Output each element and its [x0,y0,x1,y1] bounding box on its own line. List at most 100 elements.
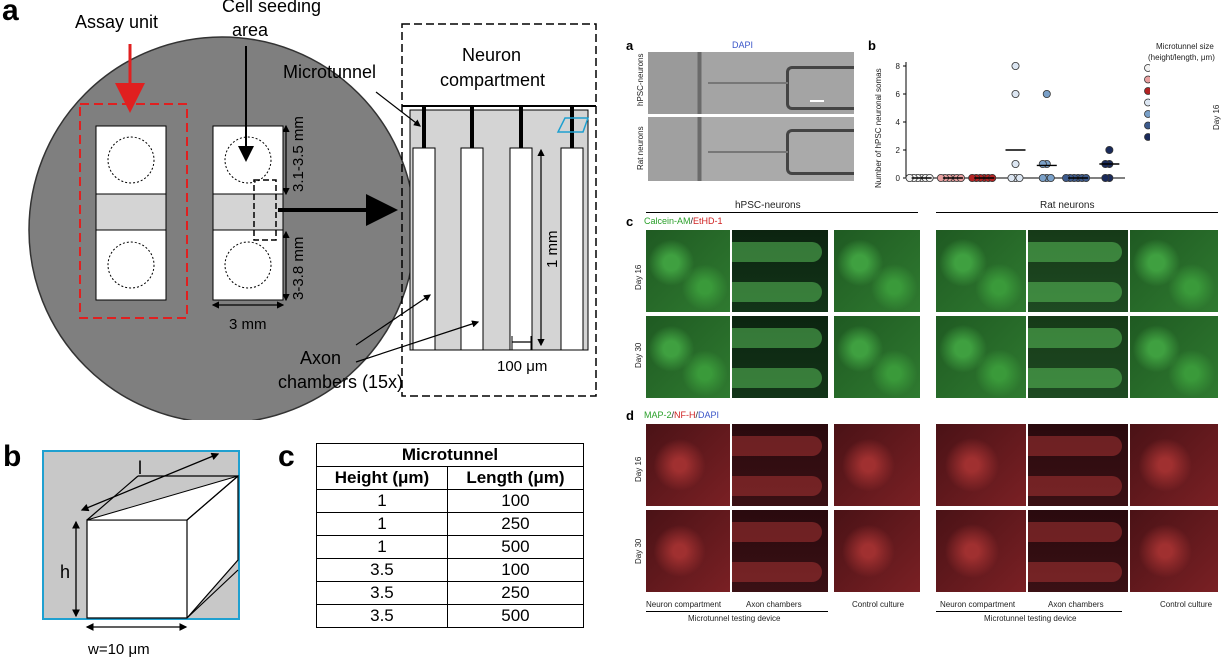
tunnel-geometry [42,450,240,631]
caption-axon-right: Axon chambers [1048,600,1104,609]
table-cell: 500 [446,604,585,628]
micrograph-tile [834,316,920,398]
brightfield-hpsc-image [648,52,854,114]
data-point [1101,174,1110,183]
row-label-rat: Rat neurons [636,126,645,170]
axon-chamber-band [1028,562,1122,582]
assay-unit-box [79,103,188,319]
y-tick-label: 2 [896,146,901,155]
group-hpsc-label: hPSC-neurons [735,200,801,211]
dapi2-label: DAPI [698,410,720,420]
slash-label: / [690,216,694,226]
caption-device-right: Microtunnel testing device [984,614,1077,623]
data-point [1011,90,1020,99]
device-line-left [646,611,828,612]
micrograph-tile [834,424,920,506]
group-rat-label: Rat neurons [1040,200,1095,211]
axon-chamber-band [732,476,822,496]
legend-swatch [1144,133,1150,141]
table-cell: 3.5 [316,604,448,628]
table-title: Microtunnel [316,443,584,467]
axon-chamber-band [1028,328,1122,348]
micrograph-tile [646,424,730,506]
micrograph-tile [936,230,1026,312]
compartment-label: compartment [440,70,546,90]
cell-seeding-label-2: area [232,20,269,40]
y-tick-label: 8 [896,62,901,71]
axon-chamber-band [732,522,822,542]
dim-height-top: 3.1-3.5 mm [290,116,307,192]
zoom-box [401,23,597,397]
micrograph-tile [936,510,1026,592]
group-rat-line [936,212,1218,213]
device-line-right [936,611,1122,612]
nfh-label: NF-H [674,410,696,420]
table-cell: 3.5 [316,581,448,605]
table-cell: 500 [446,535,585,559]
stain-label-d: MAP-2/NF-H/DAPI [644,410,719,420]
axon-chamber-band [1028,282,1122,302]
length-l-label: l [138,458,142,478]
c-day30-label: Day 30 [634,342,643,368]
assay-unit-label: Assay unit [75,12,159,32]
table-cell: 1 [316,489,448,513]
caption-axon-left: Axon chambers [746,600,802,609]
micrograph-tile [1130,424,1218,506]
micrograph-tile [834,510,920,592]
soma-count-chart: 024681/1001/2501/5003.5/1003.5/2503.5/50… [896,61,1150,183]
microtunnel-label: Microtunnel [283,62,377,82]
legend-swatch [1144,64,1150,72]
legend-swatch [1144,110,1150,118]
micrograph-tile [1028,316,1128,398]
micrograph-tile [1028,510,1128,592]
table-cell: 1 [316,535,448,559]
brightfield-rat-image [648,117,854,181]
table-cell: 3.5 [316,558,448,582]
data-point [1007,174,1016,183]
chart-ylabel: Number of hPSC neuronal somas [874,68,883,188]
axon-chamber-band [1028,476,1122,496]
y-tick-label: 0 [896,174,901,183]
dim-1mm: 1 mm [544,230,561,269]
row-label-hpsc: hPSC-neurons [636,53,645,106]
axon-chamber-band [1028,436,1122,456]
slash-label: / [695,410,699,420]
table-cell: 100 [446,558,585,582]
height-h-label: h [60,562,71,582]
caption-device-left: Microtunnel testing device [688,614,781,623]
micrograph-tile [732,316,828,398]
legend-day16: Day 16 [1212,104,1221,130]
calcein-label: Calcein-AM [644,216,691,226]
cell-seeding-label: Cell seeding [222,0,322,16]
caption-neuron-left: Neuron compartment [646,600,722,609]
dapi-label: DAPI [732,40,754,50]
table-header-height: Height (μm) [316,466,448,490]
dim-height-bottom: 3-3.8 mm [290,236,307,300]
data-point [1105,146,1114,155]
axon-label: Axon [300,348,342,368]
width-w-label: w=10 μm [88,641,150,658]
micrograph-tile [936,424,1026,506]
legend-swatch [1144,75,1150,84]
micrograph-tile [732,230,828,312]
assay-schematic [28,23,597,420]
dim-100um: 100 μm [497,358,548,375]
micrograph-tile [1130,230,1218,312]
data-point [1046,174,1055,183]
micrograph-tile [1028,230,1128,312]
y-tick-label: 4 [896,118,901,127]
axon-chambers-label: chambers (15x) [278,372,404,392]
caption-neuron-right: Neuron compartment [940,600,1016,609]
axon-chamber-band [732,282,822,302]
micrograph-tile [646,316,730,398]
axon-chamber-band [1028,522,1122,542]
micrograph-tile [1130,510,1218,592]
axon-chamber-band [732,562,822,582]
right-d-letter: d [626,408,634,423]
